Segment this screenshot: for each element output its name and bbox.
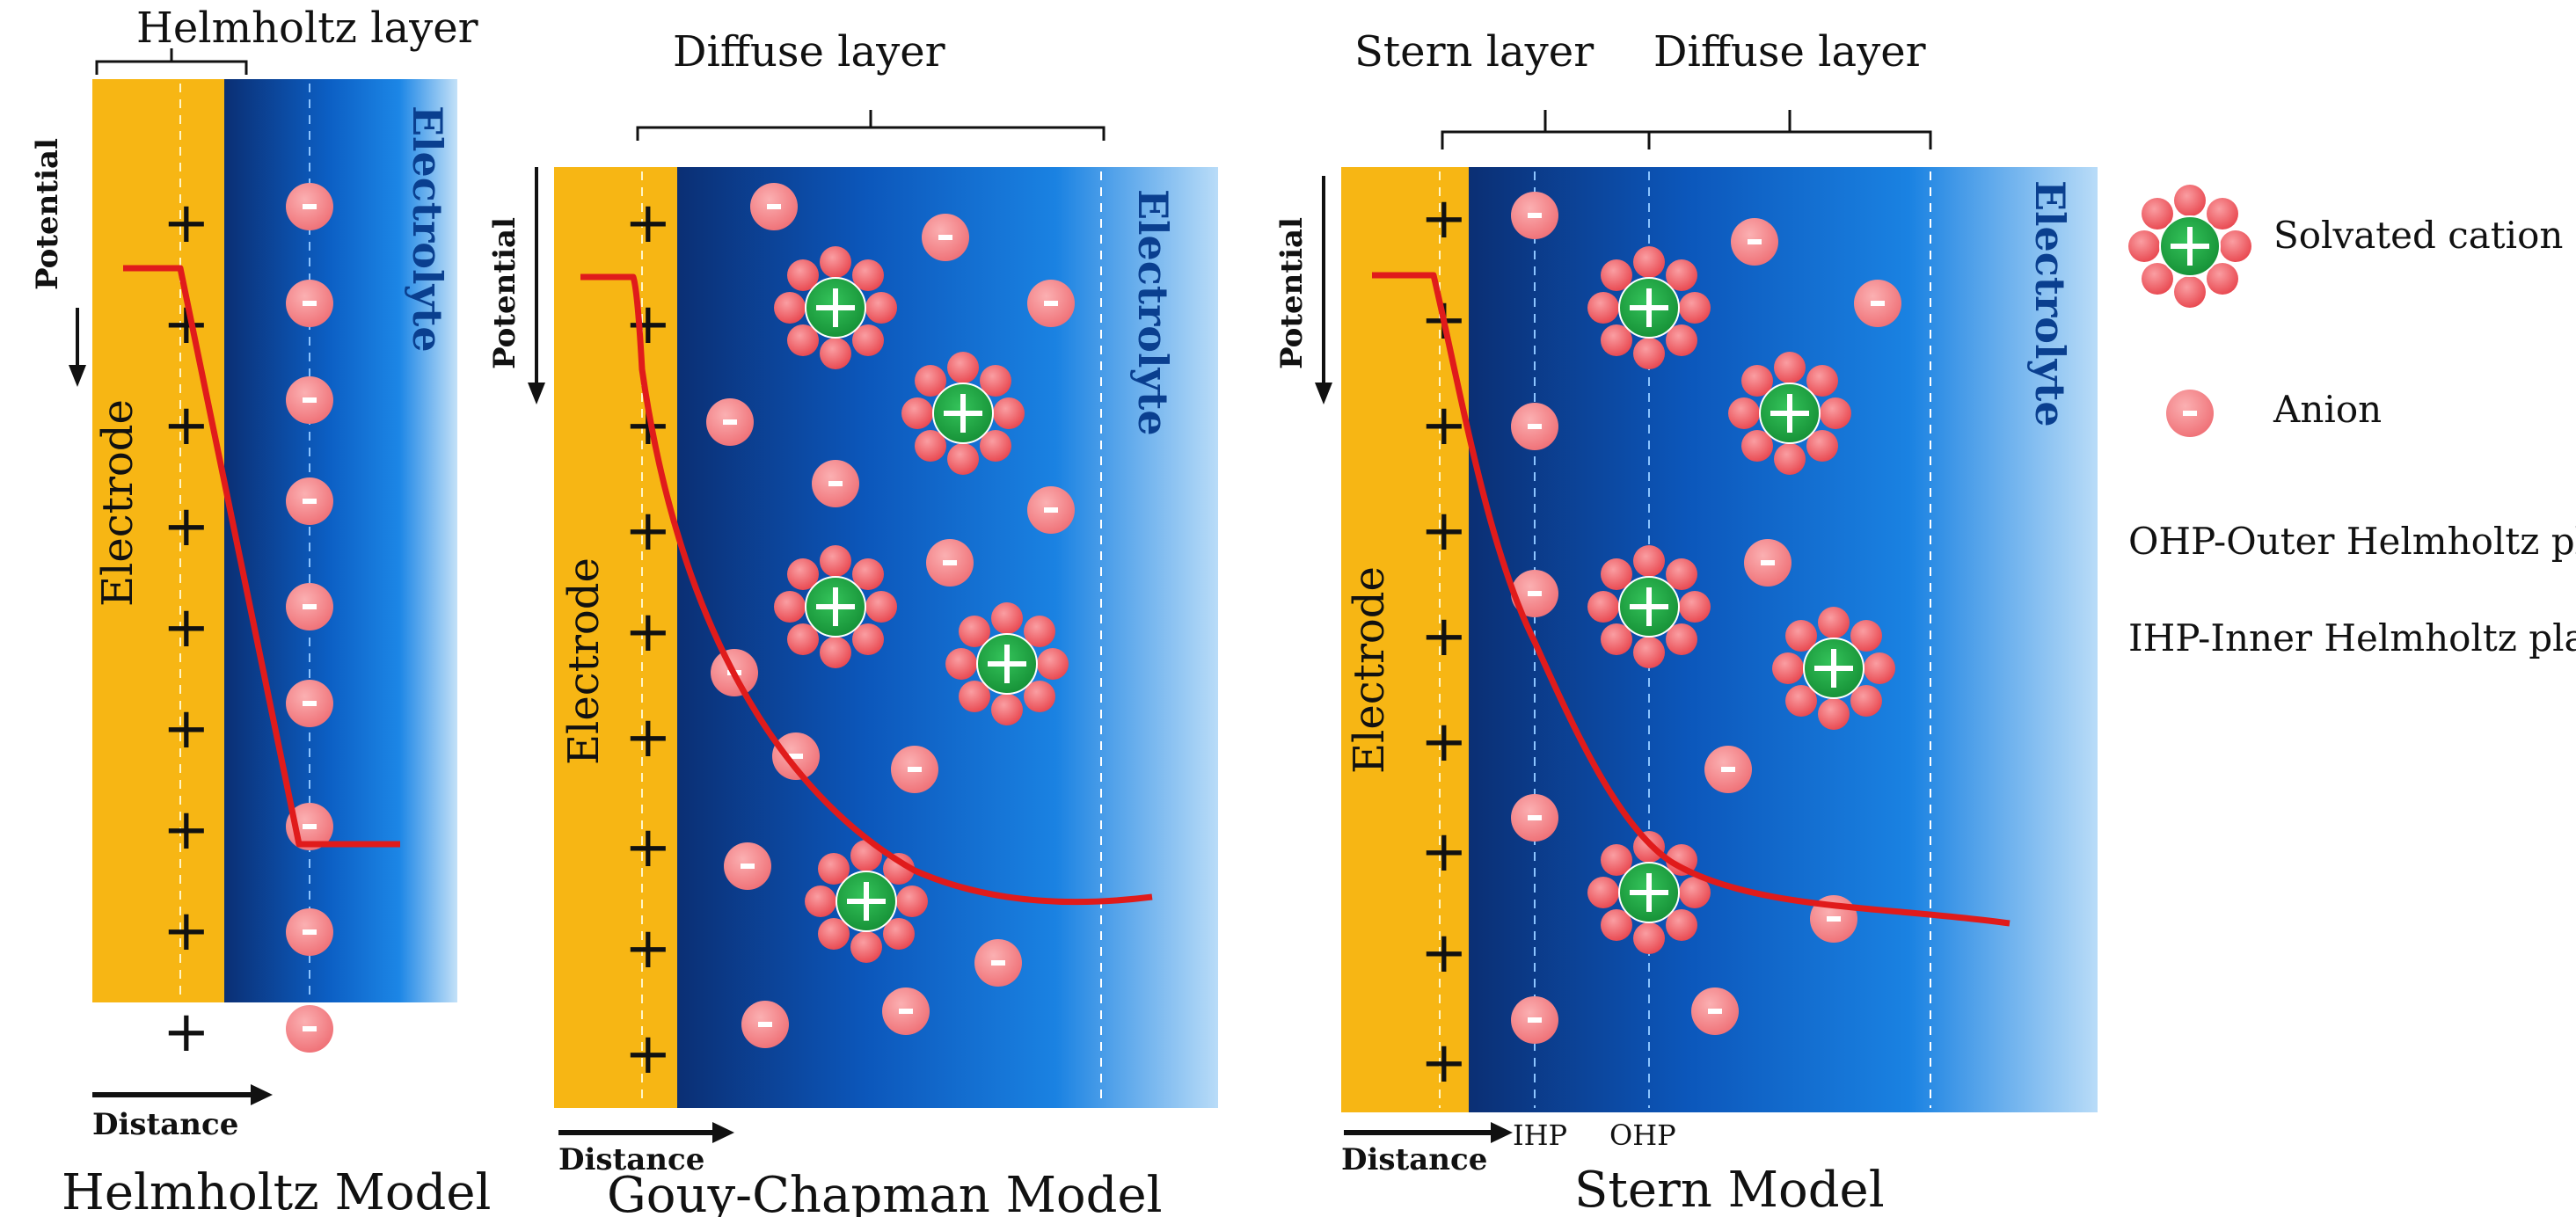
svg-text:+: + [163,494,210,559]
svg-text:+: + [624,191,672,256]
svg-text:+: + [1420,921,1468,986]
helmholtz-potential-curve [123,265,400,848]
stern-model-title: Stern Model [1574,1162,1885,1217]
helmholtz-layer-bracket [95,48,248,75]
stern-diffuse-bracket [1649,110,1932,149]
legend-anion-icon [2166,390,2214,437]
gouy-chapman-panel: Diffuse layer Electrode Electrolyte +++ … [487,27,1218,1217]
svg-text:+: + [1420,1031,1468,1096]
svg-text:+: + [624,499,672,564]
svg-text:+: + [624,815,672,880]
svg-text:+: + [1420,186,1468,251]
stern-electrode [1341,167,1473,1112]
stern-plus-signs: +++ +++ +++ [1420,186,1468,1096]
svg-text:+: + [163,696,210,762]
svg-text:+: + [624,916,672,981]
svg-text:+: + [163,798,210,863]
helmholtz-layer-label: Helmholtz layer [136,4,478,53]
helmholtz-electrolyte [224,79,457,1002]
stern-ihp-label: IHP [1513,1119,1567,1152]
legend-solvated-cation-label: Solvated cation [2273,214,2563,257]
helmholtz-anions [286,183,333,1053]
svg-text:+: + [1420,710,1468,775]
gouy-distance-label: Distance [558,1142,704,1177]
gouy-plus-signs: +++ +++ +++ [624,191,672,1087]
stern-electrolyte-label: Electrolyte [2026,180,2074,427]
helmholtz-distance-label: Distance [92,1107,238,1142]
svg-text:+: + [163,899,210,964]
stern-layer-bracket [1441,110,1651,149]
gouy-diffuse-layer-label: Diffuse layer [673,27,945,77]
svg-text:+: + [163,595,210,660]
gouy-electrolyte [677,167,1218,1108]
svg-text:+: + [163,393,210,458]
stern-ohp-label: OHP [1609,1119,1676,1152]
helmholtz-panel: Helmholtz layer Electrode Electrolyte + +… [30,4,491,1217]
helmholtz-potential-label: Potential [30,138,65,290]
gouy-diffuse-layer-bracket [636,110,1106,141]
svg-text:+: + [163,191,210,256]
stern-electrolyte [1469,167,2098,1112]
helmholtz-electrolyte-label: Electrolyte [404,106,451,353]
svg-text:+: + [1420,820,1468,885]
svg-text:+: + [624,600,672,665]
svg-text:+: + [1420,604,1468,669]
legend-ihp-label: IHP-Inner Helmholtz plane [2128,616,2576,660]
legend-anion-label: Anion [2273,388,2382,431]
svg-text:+: + [624,705,672,770]
helmholtz-electrode-label: Electrode [93,399,142,607]
svg-text:+: + [163,1000,210,1065]
legend-solvated-cation-icon [2127,184,2252,309]
svg-text:+: + [1420,499,1468,564]
gouy-model-title: Gouy-Chapman Model [607,1167,1163,1217]
legend: Solvated cation Anion OHP-Outer Helmholt… [2127,184,2576,660]
stern-distance-label: Distance [1341,1142,1487,1177]
gouy-potential-curve [580,273,1153,906]
stern-panel: Stern layer Diffuse layer Electrode Elec… [1274,27,2098,1217]
helmholtz-electrode [92,79,229,1002]
stern-potential-curve [1372,272,2010,927]
stern-diffuse-layer-label: Diffuse layer [1653,27,1926,77]
svg-text:+: + [624,292,672,357]
gouy-potential-label: Potential [487,217,522,369]
gouy-electrode-label: Electrode [559,557,609,765]
helmholtz-plus-signs: +++ +++ +++ [163,191,210,1065]
legend-ohp-label: OHP-Outer Helmholtz plane [2128,520,2576,563]
stern-potential-label: Potential [1274,217,1310,369]
svg-text:+: + [624,1022,672,1087]
helmholtz-model-title: Helmholtz Model [62,1164,491,1217]
gouy-electrode [554,167,682,1108]
stern-electrode-label: Electrode [1345,566,1394,774]
gouy-electrolyte-label: Electrolyte [1129,189,1177,436]
stern-layer-label: Stern layer [1354,27,1594,77]
